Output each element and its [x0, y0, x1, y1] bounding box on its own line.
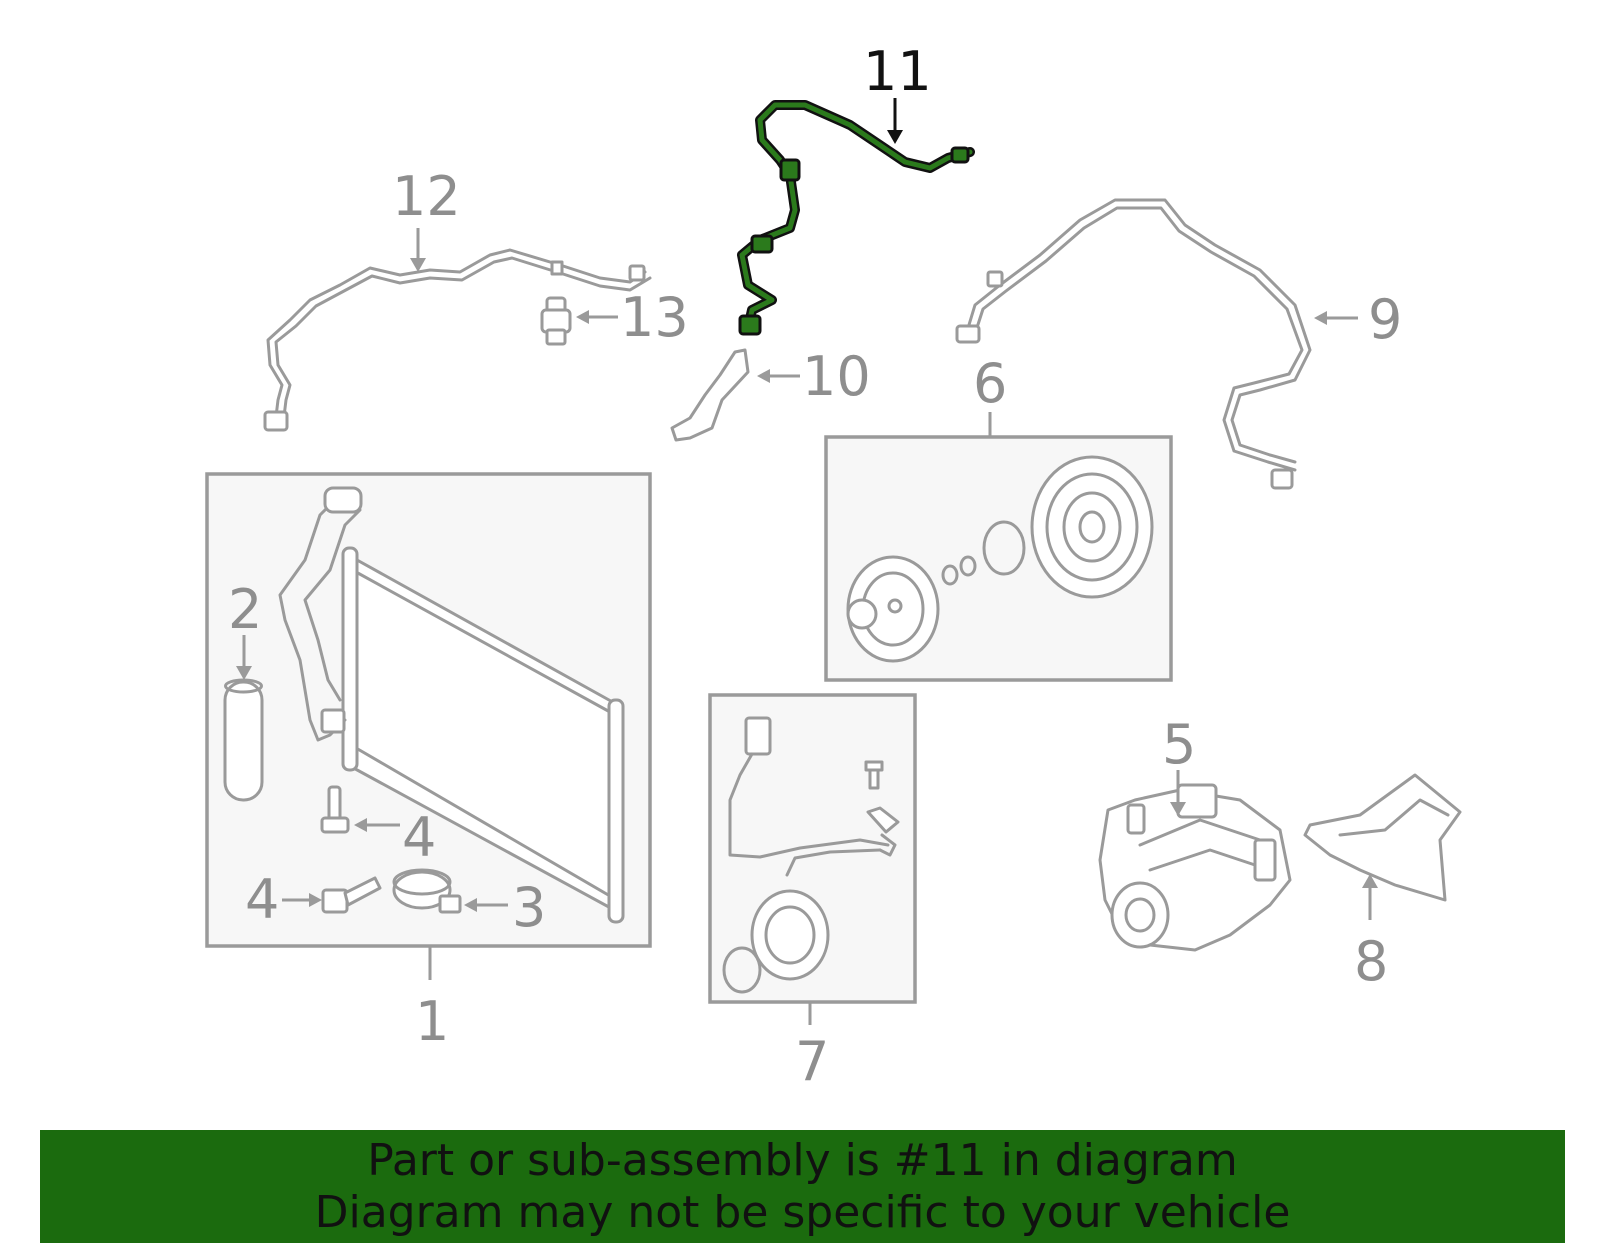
- banner-line-2: Diagram may not be specific to your vehi…: [314, 1186, 1291, 1238]
- part-6-spacers: [941, 555, 977, 586]
- callout-12: 12: [392, 165, 461, 228]
- callout-10: 10: [802, 345, 871, 408]
- part-6-clutch-plate: [846, 555, 940, 663]
- callout-13-arrow: [576, 310, 589, 324]
- part-8-heat-shield[interactable]: [1303, 773, 1462, 902]
- callout-2-arrow: [236, 666, 252, 680]
- part-6-snap-ring: [982, 520, 1026, 576]
- part-11-ac-line-highlighted[interactable]: [737, 100, 975, 336]
- callout-7: 7: [795, 1030, 829, 1093]
- callout-9-arrow: [1314, 311, 1327, 325]
- info-banner: Part or sub-assembly is #11 in diagram D…: [40, 1130, 1565, 1243]
- callout-3: 3: [512, 876, 546, 939]
- callout-5-arrow: [1170, 802, 1186, 816]
- callout-3-arrow: [464, 898, 477, 912]
- part-13-pressure-switch[interactable]: [540, 296, 572, 346]
- callout-11-arrow: [887, 130, 903, 144]
- part-5-compressor[interactable]: [1098, 783, 1292, 952]
- part-10-bracket[interactable]: [670, 348, 750, 442]
- part-3-clamp[interactable]: [392, 868, 462, 914]
- callout-6: 6: [973, 352, 1007, 415]
- callout-4-upper: 4: [402, 806, 436, 869]
- part-9-ac-line[interactable]: [955, 198, 1312, 490]
- part-6-pulley: [1030, 455, 1154, 599]
- callout-8: 8: [1354, 930, 1388, 993]
- banner-line-1: Part or sub-assembly is #11 in diagram: [367, 1134, 1238, 1186]
- callout-4a-arrow: [354, 818, 367, 832]
- callout-4-lower: 4: [245, 868, 279, 931]
- part-4-bolt-lower[interactable]: [321, 876, 382, 914]
- part-2-receiver-drier[interactable]: [223, 678, 264, 802]
- callout-2: 2: [228, 578, 262, 641]
- part-4-bolt-upper[interactable]: [320, 785, 350, 834]
- part-7-coil-wiring: [728, 716, 900, 877]
- callout-12-arrow: [410, 258, 426, 272]
- callout-10-arrow: [757, 369, 770, 383]
- part-12-ac-line[interactable]: [263, 248, 652, 432]
- callout-8-arrow: [1362, 874, 1378, 888]
- part-1-condenser: [278, 486, 625, 924]
- callout-11: 11: [863, 40, 932, 103]
- callout-5: 5: [1162, 713, 1196, 776]
- callout-9: 9: [1368, 288, 1402, 351]
- callout-13: 13: [620, 286, 689, 349]
- callout-4b-arrow: [309, 893, 322, 907]
- callout-1: 1: [415, 990, 449, 1053]
- part-7-field-coil: [722, 889, 830, 994]
